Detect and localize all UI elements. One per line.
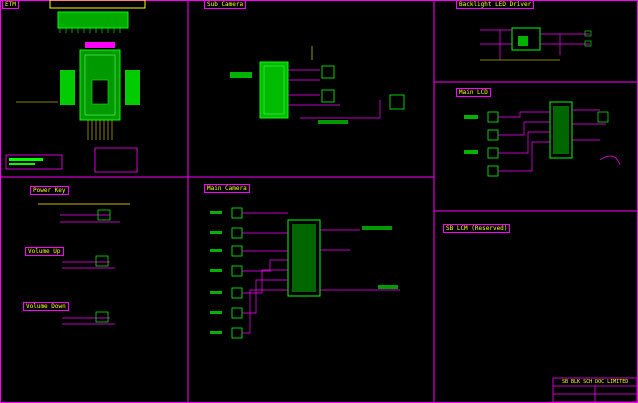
section-title-main-lcd: Main LCD [456, 88, 491, 97]
title-block-frame [552, 377, 638, 403]
section-title-etm: ETM [2, 0, 19, 9]
section-title-volume-down: Volume Down [23, 302, 69, 311]
backlight-circuit [480, 27, 592, 61]
section-title-volume-up: Volume Up [25, 247, 64, 256]
etm-circuit [5, 0, 146, 173]
section-title-power-key: Power Key [30, 186, 69, 195]
main-lcd-circuit [464, 101, 621, 177]
main-camera-circuit [210, 207, 400, 339]
section-title-main-camera: Main Camera [204, 184, 250, 193]
section-title-sub-lcm: SB LCM (Reserved) [443, 224, 511, 233]
sub-camera-circuit [230, 46, 405, 124]
section-title-backlight: Backlight LED Driver [456, 0, 535, 9]
title-block-text: SB BLK SCH DOC LIMITED [562, 379, 629, 385]
key-circuits [38, 203, 130, 325]
section-title-sub-camera: Sub Camera [204, 0, 247, 9]
